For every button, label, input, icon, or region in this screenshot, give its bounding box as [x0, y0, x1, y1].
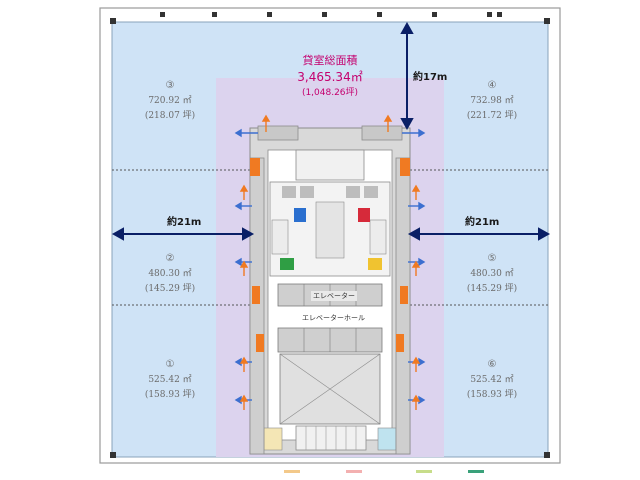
unit-number: ⑤ — [487, 253, 497, 264]
side-strips — [249, 157, 411, 455]
perimeter-columns — [110, 12, 550, 458]
unit-number: ④ — [487, 80, 497, 91]
core-structure — [249, 125, 411, 455]
left-width-dimension: 約21m — [164, 213, 205, 228]
unit-tsubo: (158.93 坪) — [466, 390, 518, 400]
dimension-arrows — [111, 21, 551, 241]
total-area-value: 3,465.34㎡ — [297, 70, 363, 84]
total-area-title: 貸室総面積 — [302, 54, 358, 67]
legend-ticks — [284, 470, 484, 473]
unit-4-label: ④ 732.98 ㎡ (221.72 坪) — [442, 80, 542, 121]
total-area-block: 貸室総面積 3,465.34㎡ (1,048.26坪) — [280, 52, 380, 98]
unit-number: ① — [165, 359, 175, 370]
unit-area: 732.98 ㎡ — [470, 96, 514, 106]
unit-2-label: ② 480.30 ㎡ (145.29 坪) — [120, 253, 220, 294]
unit-area: 525.42 ㎡ — [470, 375, 514, 385]
right-width-dimension: 約21m — [462, 213, 503, 228]
total-area-tsubo: (1,048.26坪) — [301, 88, 359, 98]
unit-area: 720.92 ㎡ — [148, 96, 192, 106]
unit-tsubo: (145.29 坪) — [144, 284, 196, 294]
unit-number: ⑥ — [487, 359, 497, 370]
unit-number: ③ — [165, 80, 175, 91]
unit-tsubo: (158.93 坪) — [144, 390, 196, 400]
unit-1-label: ① 525.42 ㎡ (158.93 坪) — [120, 359, 220, 400]
unit-area: 525.42 ㎡ — [148, 375, 192, 385]
unit-6-label: ⑥ 525.42 ㎡ (158.93 坪) — [442, 359, 542, 400]
unit-area: 480.30 ㎡ — [148, 269, 192, 279]
unit-3-label: ③ 720.92 ㎡ (218.07 坪) — [120, 80, 220, 121]
unit-5-label: ⑤ 480.30 ㎡ (145.29 坪) — [442, 253, 542, 294]
unit-number: ② — [165, 253, 175, 264]
unit-tsubo: (218.07 坪) — [144, 111, 196, 121]
top-depth-dimension: 約17m — [413, 72, 448, 83]
elevator-label: エレベーター — [311, 291, 357, 301]
unit-tsubo: (145.29 坪) — [466, 284, 518, 294]
toilet-icons — [280, 208, 382, 270]
unit-tsubo: (221.72 坪) — [466, 111, 518, 121]
unit-area: 480.30 ㎡ — [470, 269, 514, 279]
orange-equipment — [250, 158, 410, 352]
elevator-hall-label: エレベーターホール — [300, 313, 367, 323]
orange-flow-arrows — [239, 114, 421, 410]
